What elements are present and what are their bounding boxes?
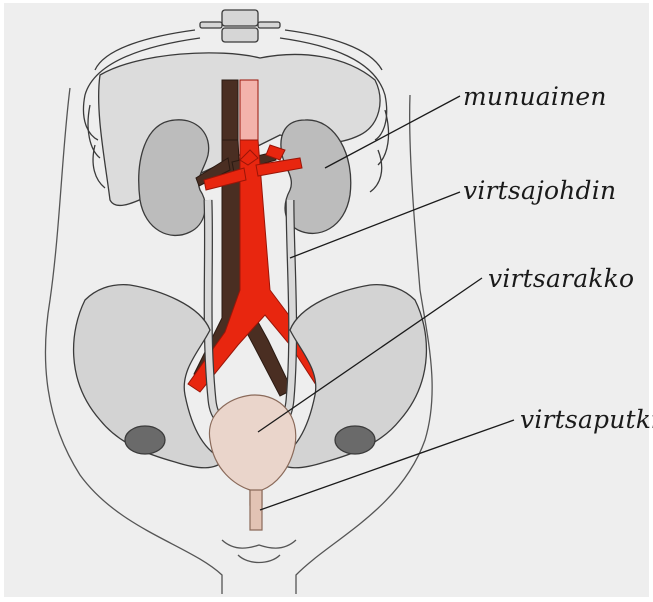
- label-kidney: munuainen: [463, 82, 607, 111]
- spine: [200, 10, 280, 42]
- bladder: [209, 395, 295, 505]
- label-urethra: virtsaputki: [520, 405, 653, 434]
- label-bladder: virtsarakko: [488, 264, 634, 293]
- label-ureter: virtsajohdin: [463, 176, 616, 205]
